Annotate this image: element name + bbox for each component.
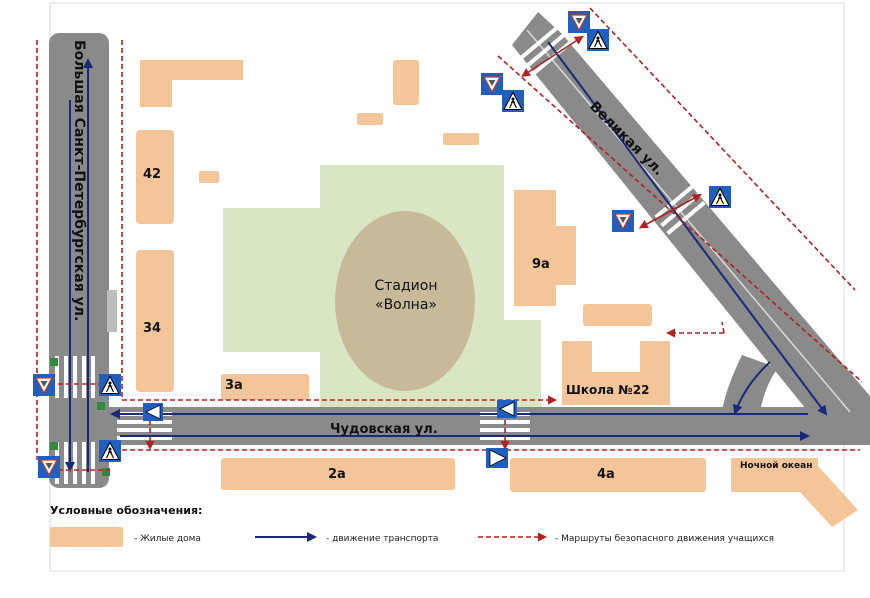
building-label-3a: 3а — [225, 378, 243, 393]
building-label-42: 42 — [143, 167, 161, 182]
building-label-9a: 9а — [532, 257, 550, 272]
stadium-label-line2: «Волна» — [375, 297, 437, 313]
legend-routes: - Маршруты безопасного движения учащихся — [555, 534, 774, 544]
building-label-34: 34 — [143, 321, 161, 336]
stadium-label-line1: Стадион — [374, 278, 437, 294]
residential-buildings — [136, 60, 858, 527]
stadium-field — [335, 211, 475, 391]
route-crossings — [521, 35, 702, 229]
legend-traffic: - движение транспорта — [326, 534, 438, 544]
street-label-chudovskaya: Чудовская ул. — [330, 422, 438, 437]
road-kiosk — [107, 290, 117, 332]
school-label: Школа №22 — [566, 383, 649, 397]
street-label-bolshaya: Большая Санкт-Петербургская ул. — [71, 40, 87, 321]
legend-houses: - Жилые дома — [134, 534, 201, 544]
legend-title: Условные обозначения: — [50, 504, 202, 517]
legend-house-swatch — [50, 527, 123, 547]
building-label-4a: 4а — [597, 467, 615, 482]
building-label-2a: 2а — [328, 467, 346, 482]
legend: Условные обозначения: - Жилые дома - дви… — [50, 504, 774, 547]
traffic-light-icon — [50, 358, 110, 476]
nochnoy-okean-label: Ночной океан — [740, 461, 812, 471]
crossing-sign-icon — [143, 400, 517, 468]
